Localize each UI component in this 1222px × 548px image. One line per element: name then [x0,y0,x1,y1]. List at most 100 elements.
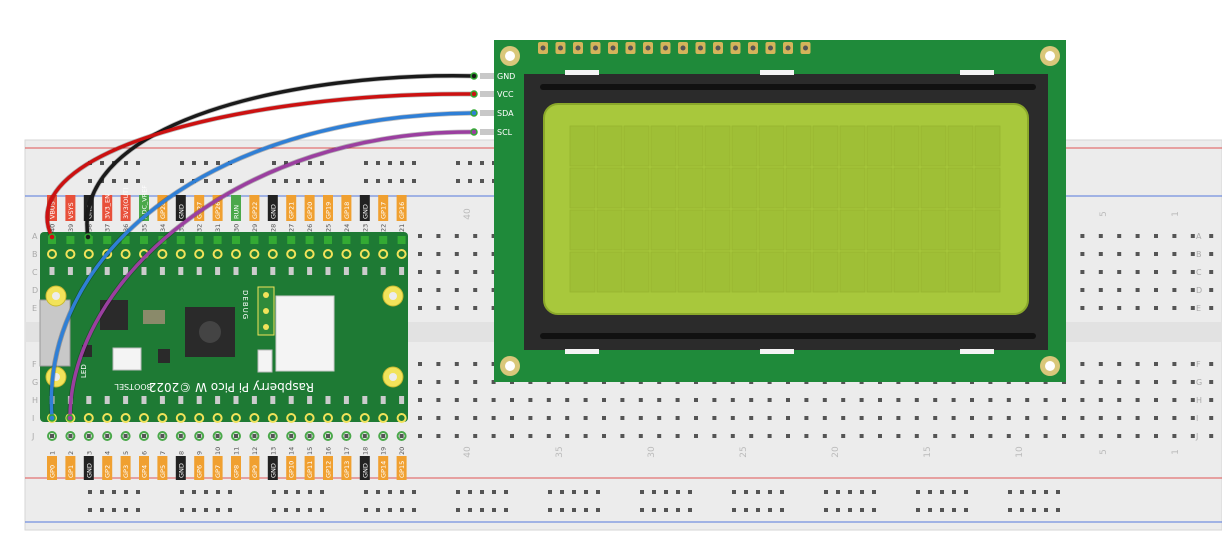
breadboard-hole [160,434,165,438]
breadboard-hole [1117,362,1122,366]
wire-vcc[interactable] [45,92,476,239]
wires [44,72,478,422]
breadboard-hole [1006,434,1011,438]
pin-header [342,236,351,244]
row-letter: D [32,286,38,295]
rail-hole [228,179,232,183]
breadboard-hole [1172,306,1177,310]
breadboard-hole [1209,362,1214,366]
rail-hole [364,490,368,494]
rail-hole [100,508,104,512]
pin-pad [65,431,76,441]
pin-number: 32 [196,224,204,232]
rail-hole [308,490,312,494]
breadboard-hole [786,398,790,402]
rail-hole [100,490,104,494]
rail-hole [848,490,852,494]
breadboard-hole [1154,252,1158,256]
breadboard-hole [841,434,846,438]
rail-hole [652,508,656,512]
pin-pad [378,249,389,259]
rail-hole [1032,490,1036,494]
pin-label-bg [231,195,241,221]
breadboard-hole [638,398,643,402]
wire-scl[interactable] [68,130,476,420]
breadboard-hole [822,416,827,420]
pin-pad [341,431,352,441]
pin-number: 1 [49,451,57,455]
lcd-char-cell [731,209,758,251]
breadboard-hole [142,434,146,438]
breadboard-hole [86,434,91,438]
mount-hole [389,373,397,381]
breadboard-hole [418,380,422,384]
rail-hole [940,490,944,494]
pin-number: 10 [214,447,222,455]
rail-hole [272,508,276,512]
wire-gnd[interactable] [85,74,476,239]
castellation [233,267,239,275]
lcd-clip [960,70,994,75]
breadboard-hole [546,398,551,402]
breadboard-hole [473,434,478,438]
breadboard-hole [454,306,459,310]
breadboard-hole [1172,380,1177,384]
pin-number: 28 [269,224,277,232]
pin-label-bg [341,456,352,480]
pin-pad [304,413,315,423]
bootsel-button[interactable] [112,347,142,371]
castellation [104,396,110,404]
breadboard-hole [565,398,570,402]
breadboard-hole [896,398,901,402]
rail-hole [1032,508,1036,512]
castellation [307,396,313,404]
pin-pad [231,413,241,423]
lcd-header-pin-hole [628,45,633,51]
lcd-char-cell [596,167,623,209]
rail-hole [296,179,300,183]
rail-hole [756,508,760,512]
breadboard-hole [638,434,643,438]
rail-hole [480,490,484,494]
rail-hole [928,490,932,494]
breadboard-hole [767,416,772,420]
wire-end [470,72,478,80]
breadboard-hole [1190,288,1195,292]
pin-label: 3V3_EN [104,194,112,219]
pin-pad [102,413,113,423]
rail-hole [572,490,576,494]
rail-hole [376,490,380,494]
pin-pad [175,431,186,441]
pin-label-bg [120,195,131,221]
rail-hole [216,508,220,512]
pico-name: Raspberry Pi Pico W ©2022 [149,380,314,394]
pin-pad [157,413,168,423]
wire-sda[interactable] [49,111,476,420]
rail-hole [228,490,232,494]
pin-number: 24 [343,224,351,232]
pin-number: 12 [251,447,259,455]
pin-header [268,236,277,244]
breadboard-hole [454,288,459,292]
pin-pad [157,249,168,259]
breadboard-hole [1062,416,1066,420]
breadboard-hole [436,434,441,438]
castellation [399,267,405,275]
rail-hole [364,508,368,512]
lcd-char-cell [920,125,947,167]
pin-pad [378,431,389,441]
lcd-char-cell [785,209,812,251]
lcd-char-cell [812,125,839,167]
breadboard-hole [436,252,441,256]
lcd-char-cell [596,209,623,251]
pin-number: 27 [288,224,296,232]
pin-number: 15 [306,447,314,455]
breadboard-hole [970,416,974,420]
rail-hole [584,490,588,494]
lcd-char-cell [704,125,731,167]
rail-hole [480,161,484,165]
rail-hole [916,508,920,512]
breadboard-hole [694,416,698,420]
